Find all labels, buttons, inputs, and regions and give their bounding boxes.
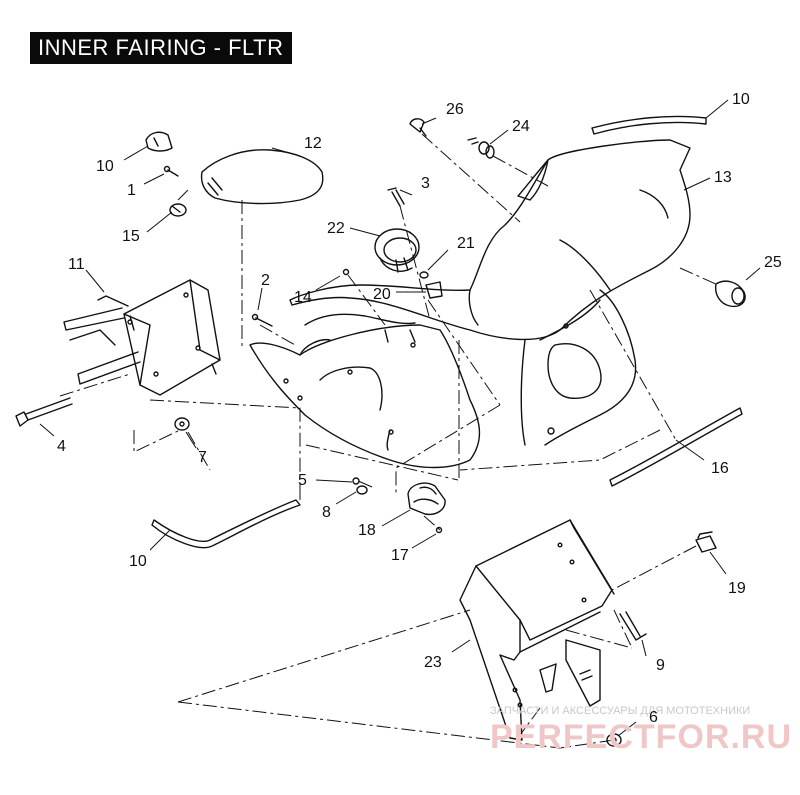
callout-numbers: 10 1 15 12 11 2 14 22 3 21 20 26 24 10 1… (57, 91, 782, 726)
part-20-connector (695, 531, 717, 553)
callout-9: 9 (656, 657, 665, 674)
callout-18: 17 (391, 547, 409, 564)
callout-13: 12 (304, 135, 322, 152)
part-5-washer (352, 477, 360, 485)
callout-6: 6 (649, 709, 658, 726)
part-10-edge-strip-left (151, 499, 301, 549)
part-19-clamp (407, 482, 446, 516)
part-8-nut (356, 485, 368, 495)
callout-19: 18 (358, 522, 376, 539)
watermark-brand: PERFECTFOR.RU (490, 718, 792, 756)
part-13-cover (200, 149, 324, 205)
title-bar (30, 32, 292, 64)
callout-10-top: 10 (732, 91, 750, 108)
callout-21: 20 (373, 286, 391, 303)
part-24-bracket (459, 519, 615, 741)
part-7-nut (174, 417, 190, 431)
part-18-screw (435, 526, 443, 534)
part-11-clip (145, 131, 173, 152)
part-15-screw (342, 268, 350, 276)
callout-16: 15 (122, 228, 140, 245)
part-27-push-pin (409, 118, 427, 137)
part-2-screw (251, 313, 273, 327)
callout-23: 22 (327, 220, 345, 237)
part-17-strip (609, 407, 743, 487)
callout-20: 19 (728, 580, 746, 597)
callout-2: 2 (261, 272, 270, 289)
part-21-socket (425, 281, 443, 299)
callout-4: 4 (57, 438, 66, 455)
part-22-bulb (419, 271, 429, 279)
part-23-gauge (374, 228, 420, 273)
part-25-grommet (467, 137, 495, 159)
part-4-bolt (15, 397, 73, 427)
callout-12: 11 (68, 256, 85, 273)
diagram-title: INNER FAIRING - FLTR (38, 35, 284, 60)
callout-3: 3 (421, 175, 430, 192)
callout-11: 10 (96, 158, 114, 175)
callout-8: 8 (322, 504, 331, 521)
part-9-clip (619, 611, 647, 641)
callout-15: 14 (294, 289, 312, 306)
callout-14: 13 (714, 169, 732, 186)
callout-24: 23 (424, 654, 442, 671)
part-10-edge-strip-top (591, 115, 707, 135)
callout-25: 24 (512, 118, 530, 135)
part-1-screw (163, 165, 179, 177)
part-16-spacer (169, 203, 187, 217)
callout-22: 21 (457, 235, 475, 252)
callout-17: 16 (711, 460, 729, 477)
callout-26: 25 (764, 254, 782, 271)
callout-27: 26 (446, 101, 464, 118)
part-12-mounting-bracket (63, 279, 221, 396)
callout-7: 7 (198, 449, 207, 466)
watermark-tagline: ЗАПЧАСТИ И АКСЕССУАРЫ ДЛЯ МОТОТЕХНИКИ (490, 705, 750, 717)
part-3-screw (387, 187, 405, 207)
callout-10-bottom: 10 (129, 553, 147, 570)
inner-fairing-shell (289, 139, 691, 446)
callout-5: 5 (298, 472, 307, 489)
leader-lines (39, 99, 761, 737)
lower-fairing (249, 313, 481, 469)
part-26-grommet (714, 280, 746, 308)
callout-1: 1 (127, 182, 136, 199)
assembly-lines (59, 133, 719, 749)
